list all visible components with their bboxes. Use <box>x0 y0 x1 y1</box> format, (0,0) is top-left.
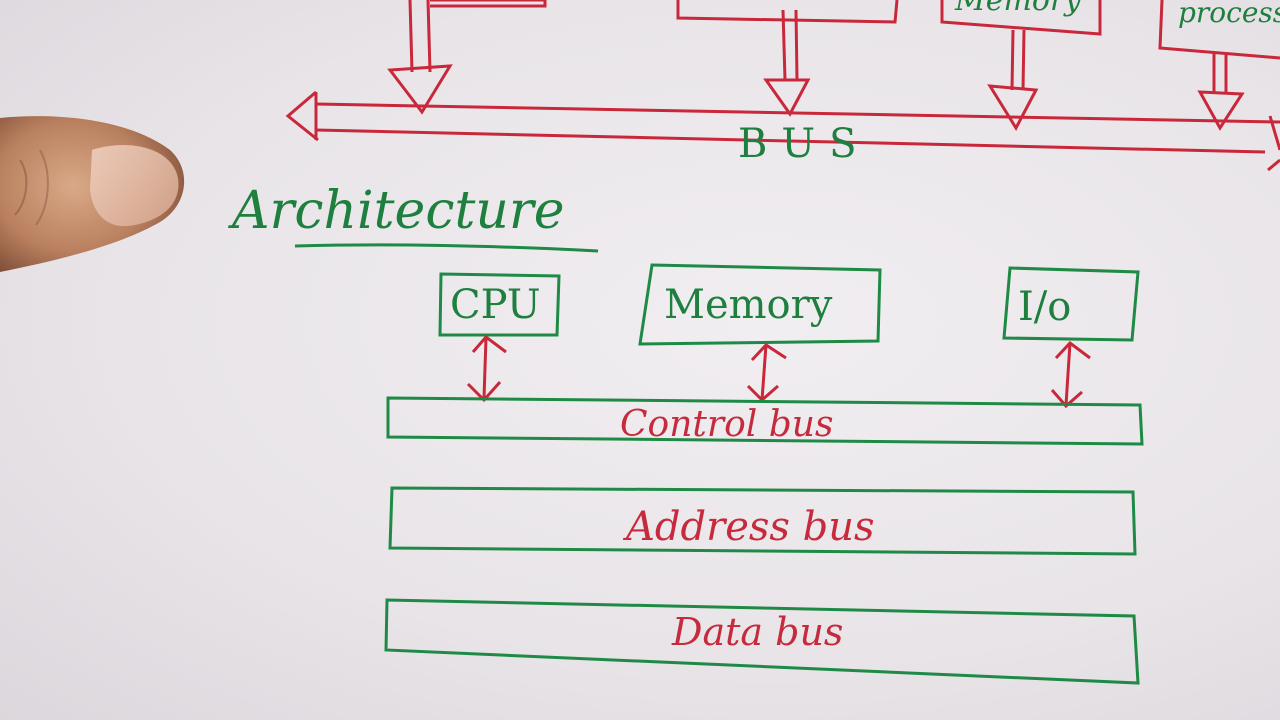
io-bus-arrow <box>1050 340 1091 409</box>
data-bus: Data bus <box>384 598 1140 685</box>
architecture-title-underline <box>294 243 599 253</box>
top-arrow-4 <box>1197 52 1245 131</box>
top-bus-label: BUS <box>738 121 871 167</box>
top-box-memory <box>940 0 1102 36</box>
control-bus-label: Control bus <box>620 404 833 445</box>
top-memory-label: Memory <box>954 0 1082 18</box>
top-bus-arrow <box>285 90 1280 172</box>
data-bus-label: Data bus <box>671 610 843 654</box>
memory-box: Memory <box>638 263 882 346</box>
address-bus-label: Address bus <box>622 504 875 550</box>
architecture-title: Architecture <box>228 181 564 241</box>
control-bus: Control bus <box>386 396 1144 446</box>
cpu-label: CPU <box>450 282 541 328</box>
cpu-box: CPU <box>438 272 561 337</box>
top-box-2 <box>676 0 899 24</box>
memory-bus-arrow <box>746 343 787 403</box>
finger <box>0 116 185 272</box>
top-arrow-3 <box>987 29 1039 132</box>
top-arrow-2 <box>763 9 811 117</box>
io-label: I/o <box>1018 284 1071 330</box>
top-box-1 <box>430 0 547 8</box>
io-box: I/o <box>1002 266 1140 342</box>
top-box-processor <box>1158 0 1280 60</box>
top-bus-diagram: Memory processo <box>285 0 1280 172</box>
address-bus: Address bus <box>388 486 1137 556</box>
top-processor-label: processo <box>1178 0 1280 29</box>
top-arrow-1 <box>387 0 453 115</box>
memory-label: Memory <box>664 282 833 328</box>
cpu-bus-arrow <box>466 334 507 403</box>
